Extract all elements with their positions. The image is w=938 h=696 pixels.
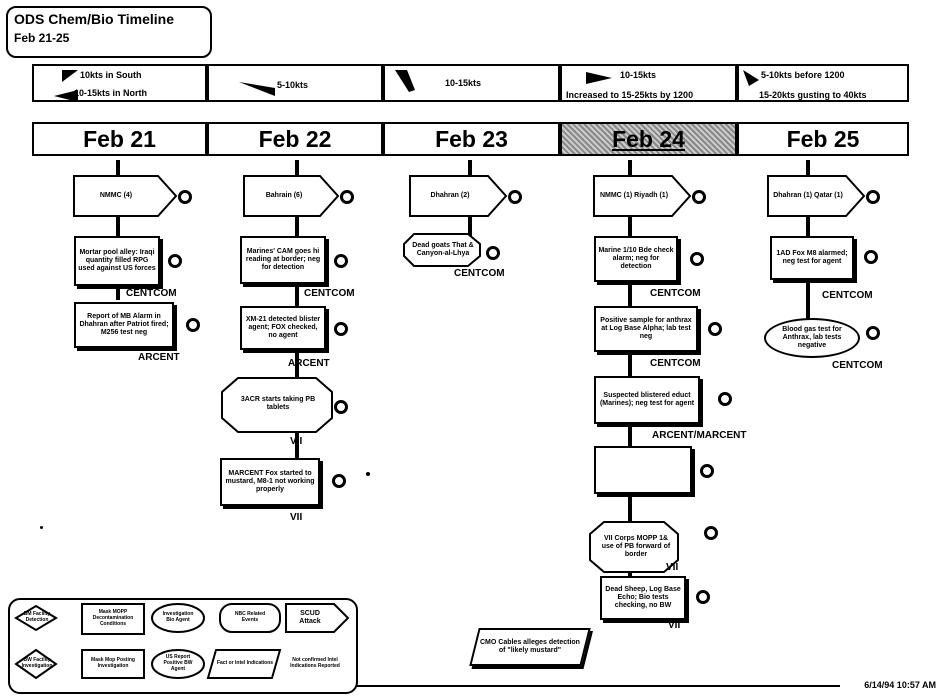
launch-label-c2: Bahrain (6): [265, 191, 303, 199]
legend-item-2: Mask MOPP Decontamination Conditions: [92, 609, 134, 627]
wind-arrow-icon: [743, 70, 759, 86]
event-c3-n1: Dead goats That & Canyon-al-Lhya: [412, 241, 474, 257]
page-title: ODS Chem/Bio Timeline: [14, 11, 174, 27]
status-circle-icon: [700, 464, 714, 478]
wind-arrow-icon: [239, 82, 275, 96]
status-circle-icon: [178, 190, 192, 204]
status-circle-icon: [508, 190, 522, 204]
stray-dot: [366, 472, 370, 476]
org-label: ARCENT: [288, 358, 330, 369]
status-circle-icon: [168, 254, 182, 268]
event-c4-n1: Marine 1/10 Bde check alarm; neg for det…: [594, 236, 678, 282]
launch-label-c1: NMMC (4): [99, 191, 133, 199]
legend-item-7: Mask Mop Posting Investigation: [91, 657, 135, 669]
timestamp: 6/14/94 10:57 AM: [864, 680, 936, 690]
cmd-note-text: CMO Cables alleges detection of "likely …: [480, 638, 580, 654]
status-circle-icon: [340, 190, 354, 204]
wind-text-top: 5-10kts before 1200: [761, 70, 845, 80]
stray-dot: [40, 526, 43, 529]
wind-text-bottom: 15-20kts gusting to 40kts: [759, 90, 867, 100]
event-c4-n6: Dead Sheep, Log Base Echo; Bio tests che…: [600, 576, 686, 620]
status-circle-icon: [866, 190, 880, 204]
event-c5-n2: Blood gas test for Anthrax, lab tests ne…: [764, 318, 860, 358]
date-header-feb25: Feb 25: [737, 122, 909, 156]
wind-arrow-icon: [586, 72, 612, 84]
legend-item-3: Investigation Bio Agent: [162, 611, 194, 623]
legend-item-8: US Report Positive BW Agent: [163, 654, 193, 672]
event-c2-n4: MARCENT Fox started to mustard, M8-1 not…: [220, 458, 320, 506]
org-label: CENTCOM: [454, 268, 505, 279]
wind-box-feb22: 5-10kts: [207, 64, 383, 102]
legend-item-5: SCUD Attack: [299, 609, 321, 625]
event-c4-n2: Positive sample for anthrax at Log Base …: [594, 306, 698, 352]
date-header-feb24: Feb 24: [560, 122, 737, 156]
status-circle-icon: [864, 250, 878, 264]
date-header-feb23: Feb 23: [383, 122, 560, 156]
status-circle-icon: [704, 526, 718, 540]
wind-text-top: 10kts in South: [80, 70, 142, 80]
wind-arrow-icon: [395, 70, 415, 92]
org-label: ARCENT/MARCENT: [652, 430, 747, 441]
legend-item-4: NBC Related Events: [234, 611, 266, 623]
date-header-feb22: Feb 22: [207, 122, 383, 156]
org-label: ARCENT: [138, 352, 180, 363]
wind-text-bottom: Increased to 15-25kts by 1200: [566, 90, 694, 100]
status-circle-icon: [334, 400, 348, 414]
event-c2-n1: Marines' CAM goes hi reading at border; …: [240, 236, 326, 284]
org-label: CENTCOM: [650, 358, 701, 369]
status-circle-icon: [332, 474, 346, 488]
event-c4-n4-empty: [594, 446, 692, 494]
status-circle-icon: [334, 322, 348, 336]
status-circle-icon: [696, 590, 710, 604]
org-label: VII: [290, 512, 303, 523]
wind-box-feb21: 10kts in South 10-15kts in North: [32, 64, 207, 102]
event-c2-n3: 3ACR starts taking PB tablets: [240, 395, 316, 411]
launch-label-c3: Dhahran (2): [430, 191, 470, 199]
status-circle-icon: [708, 322, 722, 336]
org-label: VII: [666, 562, 679, 573]
event-c4-n3: Suspected blistered educt (Marines); neg…: [594, 376, 700, 424]
title-box: [6, 6, 212, 58]
event-c4-n5: VII Corps MOPP 1& use of PB forward of b…: [601, 534, 671, 559]
launch-label-c4: NMMC (1) Riyadh (1): [599, 191, 669, 199]
wind-box-feb23: 10-15kts: [383, 64, 560, 102]
org-label: VII: [668, 620, 681, 631]
legend-item-6: BW Facility Investigation: [21, 657, 53, 669]
cmd-note: CMO Cables alleges detection of "likely …: [469, 628, 591, 666]
wind-box-feb24: 10-15kts Increased to 15-25kts by 1200: [560, 64, 737, 102]
page-subtitle: Feb 21-25: [14, 31, 70, 45]
org-label: CENTCOM: [650, 288, 701, 299]
wind-box-feb25: 5-10kts before 1200 15-20kts gusting to …: [737, 64, 909, 102]
status-circle-icon: [186, 318, 200, 332]
event-c2-n2: XM-21 detected blister agent; FOX checke…: [240, 306, 326, 350]
org-label: CENTCOM: [126, 288, 177, 299]
wind-arrow-icon: [54, 70, 78, 102]
status-circle-icon: [718, 392, 732, 406]
status-circle-icon: [692, 190, 706, 204]
event-c1-n2: Report of MB Alarm in Dhahran after Patr…: [74, 302, 174, 348]
legend-item-9: Fact or Intel Indications: [216, 660, 274, 667]
launch-label-c5: Dhahran (1) Qatar (1): [773, 191, 843, 199]
org-label: CENTCOM: [822, 290, 873, 301]
status-circle-icon: [334, 254, 348, 268]
status-circle-icon: [690, 252, 704, 266]
legend-item-10: Not confirmed Intel Indications Reported: [290, 657, 340, 669]
wind-text-top: 10-15kts: [445, 78, 482, 88]
org-label: CENTCOM: [832, 360, 883, 371]
date-header-feb21: Feb 21: [32, 122, 207, 156]
org-label: CENTCOM: [304, 288, 355, 299]
wind-text-top: 10-15kts: [620, 70, 657, 80]
legend-item-1: BM Facility Detection: [23, 611, 51, 623]
status-circle-icon: [486, 246, 500, 260]
wind-text-top: 5-10kts: [277, 80, 309, 90]
org-label: VII: [290, 436, 303, 447]
event-c5-n1: 1AD Fox M8 alarmed; neg test for agent: [770, 236, 854, 280]
status-circle-icon: [866, 326, 880, 340]
event-c1-n1: Mortar pool alley: Iraqi quantity filled…: [74, 236, 160, 286]
wind-text-bottom: 10-15kts in North: [74, 88, 148, 98]
